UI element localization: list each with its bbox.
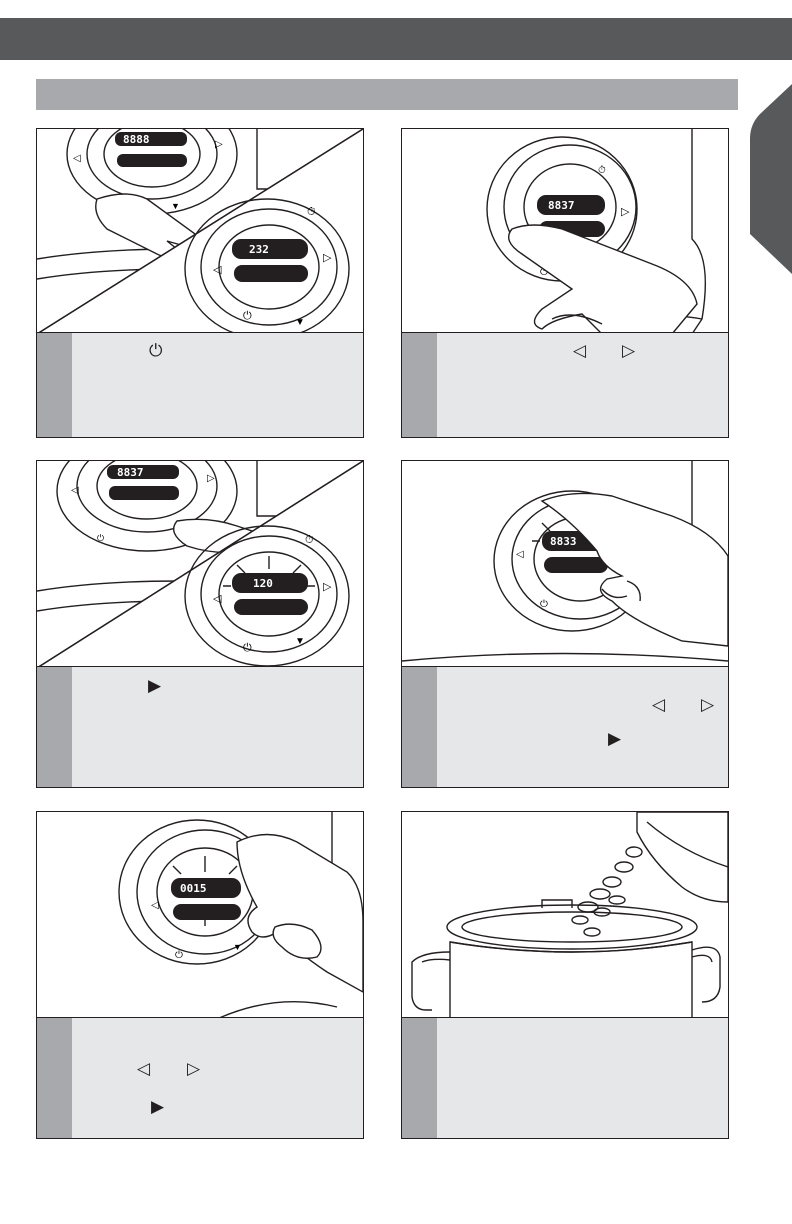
step-2-number-stripe — [402, 333, 437, 437]
arrow-right-icon: ▷ — [622, 341, 636, 360]
power-icon: ⏻ — [149, 341, 163, 360]
svg-text:⏻: ⏻ — [540, 267, 548, 278]
step-5-number-stripe — [37, 1018, 72, 1138]
svg-text:0015: 0015 — [180, 882, 207, 895]
step-4-caption: ◁ ▷ ▶ — [402, 666, 728, 787]
step-5-illustration: 0015 ◁ ▷ ⏻ ▼ — [37, 812, 363, 1019]
svg-text:8837: 8837 — [117, 466, 144, 479]
step-1-illustration: 8888 ◁ ▷ ▼ 232 ◁ ▷ ⏻ ▼ ⏱ — [37, 129, 363, 334]
svg-text:▷: ▷ — [207, 473, 215, 484]
section-bar — [36, 79, 738, 110]
svg-text:◁: ◁ — [213, 593, 222, 605]
arrow-left-icon: ◁ — [573, 341, 587, 360]
play-icon: ▶ — [608, 729, 622, 748]
step-3-number-stripe — [37, 667, 72, 787]
svg-text:▷: ▷ — [621, 206, 630, 218]
step-panel-3: 8837 ◁ ▷ ⏻ 120 ◁ ▷ ⏻ ▼ ⏱ ▶ — [36, 460, 364, 788]
step-panel-4: 8833 ◁ ⏻ ◁ ▷ ▶ — [401, 460, 729, 788]
svg-text:◁: ◁ — [151, 900, 159, 911]
svg-text:⏱: ⏱ — [305, 534, 314, 546]
step-6-caption — [402, 1017, 728, 1138]
step-panel-5: 0015 ◁ ▷ ⏻ ▼ ◁ ▷ ▶ — [36, 811, 364, 1139]
svg-text:⏻: ⏻ — [97, 533, 104, 543]
step-1-caption: ⏻ — [37, 332, 363, 437]
svg-text:⏻: ⏻ — [540, 599, 548, 610]
svg-text:8837: 8837 — [548, 199, 575, 212]
arrow-right-icon: ▷ — [187, 1059, 201, 1078]
play-icon: ▶ — [151, 1097, 165, 1116]
svg-text:⏻: ⏻ — [175, 950, 183, 961]
svg-text:▼: ▼ — [233, 942, 242, 952]
svg-text:◁: ◁ — [73, 153, 81, 164]
svg-text:◁: ◁ — [213, 264, 222, 276]
svg-text:120: 120 — [253, 577, 273, 590]
svg-text:⏱: ⏱ — [598, 165, 606, 176]
svg-text:232: 232 — [249, 243, 269, 256]
step-2-illustration: 8837 ▷ ⏻ ⏱ — [402, 129, 728, 334]
header-bar — [0, 18, 792, 60]
arrow-left-icon: ◁ — [137, 1059, 151, 1078]
svg-text:▼: ▼ — [295, 636, 305, 647]
arrow-right-icon: ▷ — [701, 695, 715, 714]
svg-text:⏻: ⏻ — [243, 310, 252, 322]
svg-text:▷: ▷ — [323, 252, 332, 264]
step-3-illustration: 8837 ◁ ▷ ⏻ 120 ◁ ▷ ⏻ ▼ ⏱ — [37, 461, 363, 668]
svg-text:◁: ◁ — [516, 549, 524, 560]
svg-text:▷: ▷ — [215, 139, 223, 150]
svg-text:8833: 8833 — [550, 535, 577, 548]
step-panel-1: 8888 ◁ ▷ ▼ 232 ◁ ▷ ⏻ ▼ ⏱ ⏻ — [36, 128, 364, 438]
svg-text:▼: ▼ — [171, 201, 180, 211]
arrow-left-icon: ◁ — [652, 695, 666, 714]
side-tab — [750, 84, 792, 274]
svg-text:8888: 8888 — [123, 133, 150, 146]
svg-text:▼: ▼ — [295, 317, 305, 328]
svg-text:◁: ◁ — [71, 485, 79, 496]
step-2-caption: ◁ ▷ — [402, 332, 728, 437]
step-1-number-stripe — [37, 333, 72, 437]
step-3-caption: ▶ — [37, 666, 363, 787]
svg-text:⏱: ⏱ — [307, 206, 316, 218]
step-panel-6 — [401, 811, 729, 1139]
step-6-illustration — [402, 812, 728, 1019]
play-icon: ▶ — [148, 676, 162, 695]
svg-text:▷: ▷ — [323, 581, 332, 593]
step-panel-2: 8837 ▷ ⏻ ⏱ ◁ ▷ — [401, 128, 729, 438]
svg-text:⏻: ⏻ — [243, 642, 252, 654]
step-4-illustration: 8833 ◁ ⏻ — [402, 461, 728, 668]
step-6-number-stripe — [402, 1018, 437, 1138]
step-5-caption: ◁ ▷ ▶ — [37, 1017, 363, 1138]
step-4-number-stripe — [402, 667, 437, 787]
